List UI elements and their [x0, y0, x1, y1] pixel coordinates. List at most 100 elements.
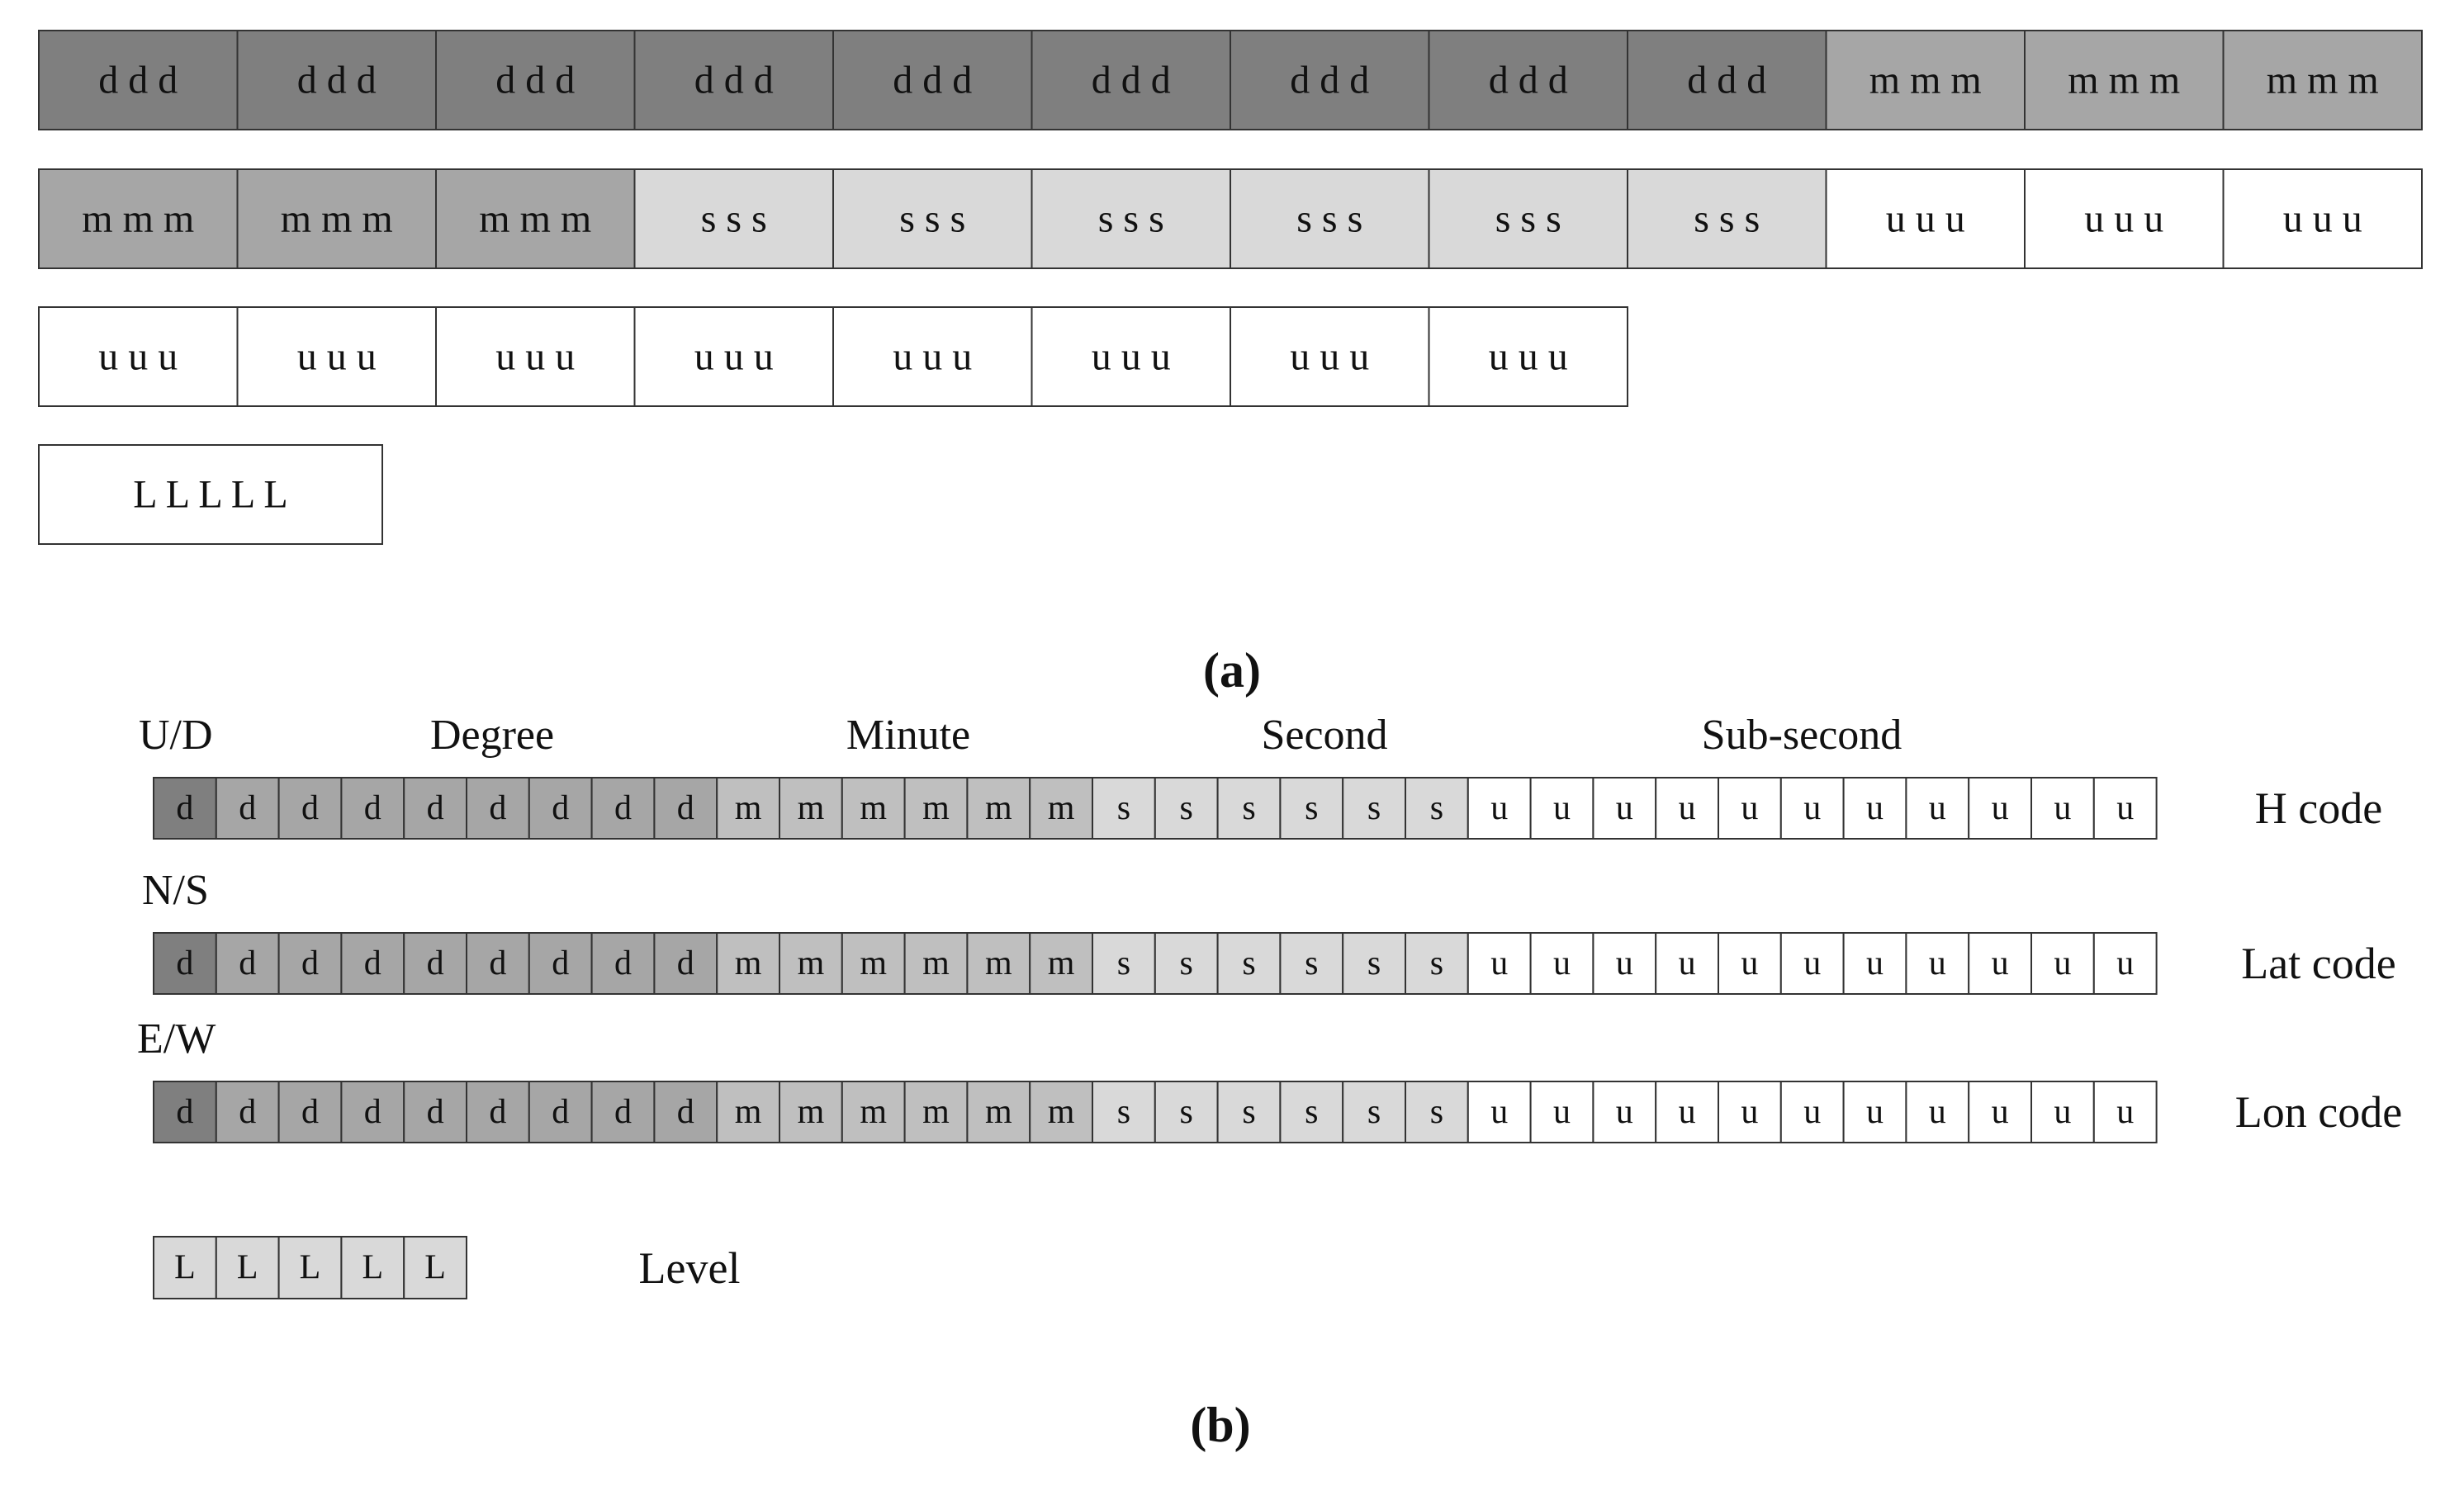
- panel-a-cell: s s s: [1627, 168, 1827, 269]
- panel-a-cell-label: m m m: [82, 197, 194, 241]
- panel-a-cell-label: u u u: [1290, 335, 1369, 379]
- code-bit-cell-label: u: [1616, 944, 1633, 982]
- panel-a-cell: u u u: [435, 306, 636, 407]
- sign-label: U/D: [139, 712, 213, 759]
- code-bit-cell-label: s: [1367, 1093, 1381, 1131]
- panel-a-cell-label: u u u: [2084, 197, 2163, 241]
- code-bit-cell-label: s: [1242, 1093, 1255, 1131]
- code-bit-cell-label: d: [176, 1093, 193, 1131]
- code-bit-cell: u: [1592, 932, 1657, 995]
- panel-a-cell-label: s s s: [1495, 197, 1561, 241]
- code-bit-cell: u: [2030, 932, 2095, 995]
- code-bit-cell-label: d: [364, 1093, 381, 1131]
- code-bit-cell-label: s: [1117, 944, 1130, 982]
- code-bit-cell: u: [2030, 777, 2095, 840]
- panel-a-cell: d d d: [1230, 30, 1430, 130]
- panel-a-cell: u u u: [1825, 168, 2026, 269]
- panel-a-cell-label: u u u: [98, 335, 178, 379]
- code-bit-cell: u: [2030, 1081, 2095, 1143]
- group-label-degree: Degree: [430, 712, 554, 759]
- panel-a-cell: u u u: [832, 306, 1033, 407]
- code-bit-cell: m: [903, 932, 969, 995]
- code-bit-cell-label: u: [1992, 789, 2009, 827]
- panel-a-cell-label: m m m: [479, 197, 591, 241]
- code-bit-cell: s: [1216, 932, 1282, 995]
- code-bit-cell-label: u: [1741, 789, 1758, 827]
- code-bit-cell-label: d: [489, 1093, 506, 1131]
- panel-a-cell: u u u: [2222, 168, 2423, 269]
- code-bit-cell: d: [277, 777, 343, 840]
- code-bit-cell-label: m: [985, 789, 1012, 827]
- panel-a-cell-label: u u u: [1489, 335, 1568, 379]
- code-bit-cell-label: m: [735, 944, 762, 982]
- code-bit-cell-label: m: [860, 944, 887, 982]
- panel-a-cell: s s s: [1230, 168, 1430, 269]
- level-bit-cell-label: L: [237, 1249, 258, 1287]
- code-bit-cell: m: [841, 932, 906, 995]
- code-bit-cell: d: [466, 1081, 530, 1143]
- code-bit-cell-label: u: [1929, 944, 1946, 982]
- level-bit-cell: L: [153, 1236, 217, 1299]
- code-bit-cell: u: [1779, 1081, 1845, 1143]
- code-bit-cell: m: [966, 1081, 1031, 1143]
- panel-a-cell-label: d d d: [893, 59, 972, 102]
- level-bit-cell-label: L: [424, 1249, 446, 1287]
- code-bit-cell: u: [2092, 932, 2158, 995]
- code-bit-cell-label: m: [1048, 1093, 1075, 1131]
- code-bit-cell-label: d: [301, 944, 319, 982]
- level-bit-cell-label: L: [362, 1249, 383, 1287]
- code-bit-cell: d: [466, 777, 530, 840]
- panel-a-cell-label: u u u: [1092, 335, 1171, 379]
- panel-a-cell-label: d d d: [297, 59, 377, 102]
- code-bit-cell: m: [1029, 932, 1093, 995]
- code-bit-cell: d: [528, 1081, 593, 1143]
- level-bit-cell: L: [340, 1236, 405, 1299]
- code-bit-cell-label: d: [239, 1093, 256, 1131]
- code-bit-cell: u: [1842, 1081, 1907, 1143]
- code-bit-cell-label: d: [489, 944, 506, 982]
- code-bit-cell-label: u: [2054, 944, 2071, 982]
- panel-a-cell: m m m: [38, 168, 239, 269]
- code-bit-cell: s: [1405, 1081, 1469, 1143]
- code-bit-cell-label: d: [176, 789, 193, 827]
- code-bit-cell: u: [1968, 1081, 2032, 1143]
- panel-a-cell: d d d: [832, 30, 1033, 130]
- code-bit-cell-label: u: [1803, 789, 1821, 827]
- panel-a-cell: m m m: [236, 168, 437, 269]
- panel-a-cell-label: d d d: [694, 59, 774, 102]
- code-bit-cell: s: [1342, 777, 1406, 840]
- code-bit-cell: s: [1405, 932, 1469, 995]
- code-bit-cell-label: d: [552, 789, 569, 827]
- code-bit-cell-label: m: [985, 944, 1012, 982]
- panel-a-cell-label: s s s: [1296, 197, 1362, 241]
- code-bit-cell-label: u: [1929, 1093, 1946, 1131]
- code-bit-cell-label: d: [427, 789, 444, 827]
- code-bit-cell: s: [1154, 777, 1219, 840]
- code-bit-cell-label: u: [1803, 944, 1821, 982]
- panel-a-cell-label: d d d: [1687, 59, 1766, 102]
- code-bit-cell-label: u: [1679, 1093, 1696, 1131]
- code-bit-cell-label: u: [1616, 1093, 1633, 1131]
- code-bit-cell-label: s: [1430, 789, 1443, 827]
- code-bit-cell-label: d: [301, 789, 319, 827]
- code-bit-cell: d: [340, 1081, 405, 1143]
- code-bit-cell: s: [1154, 932, 1219, 995]
- panel-a-cell-label: s s s: [701, 197, 767, 241]
- code-bit-cell: m: [841, 777, 906, 840]
- code-bit-cell: u: [1655, 777, 1719, 840]
- code-bit-cell: u: [2092, 1081, 2158, 1143]
- panel-a-cell-label: m m m: [281, 197, 393, 241]
- code-bit-cell-label: m: [735, 789, 762, 827]
- panel-a-cell: u u u: [236, 306, 437, 407]
- code-bit-cell: d: [340, 932, 405, 995]
- code-bit-cell: m: [716, 932, 781, 995]
- code-bit-cell: s: [1279, 932, 1344, 995]
- code-bit-cell: u: [2092, 777, 2158, 840]
- sign-label: N/S: [142, 867, 209, 914]
- panel-a-cell: d d d: [1031, 30, 1231, 130]
- panel-a-cell: m m m: [1825, 30, 2026, 130]
- code-bit-cell-label: d: [239, 944, 256, 982]
- panel-a-cell: u u u: [1031, 306, 1231, 407]
- code-bit-cell: d: [653, 1081, 718, 1143]
- panel-a-cell: u u u: [1230, 306, 1430, 407]
